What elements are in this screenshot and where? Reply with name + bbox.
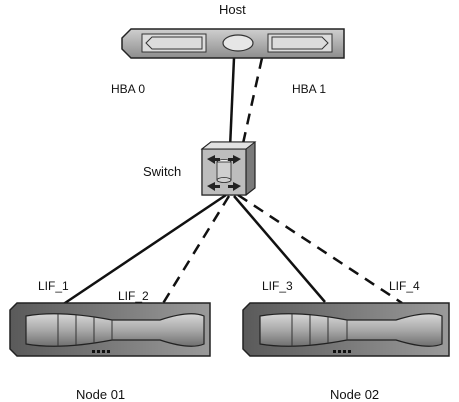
switch-lif2-dashed-link	[160, 195, 231, 306]
node-02-label: Node 02	[330, 387, 380, 402]
switch-lif1-solid-link	[61, 193, 227, 307]
host-title: Host	[219, 2, 246, 17]
hba0-label: HBA 0	[111, 82, 146, 96]
host-hba0-solid-link	[228, 57, 236, 149]
host-hba1-dashed-link	[240, 57, 264, 149]
node-02-storage	[242, 302, 450, 357]
switch-icon	[200, 141, 257, 196]
node-01-label: Node 01	[76, 387, 126, 402]
node-01-storage	[9, 302, 211, 357]
switch-label: Switch	[143, 164, 182, 179]
hba1-label: HBA 1	[292, 82, 327, 96]
lif2-label: LIF_2	[118, 289, 149, 303]
lif3-label: LIF_3	[262, 279, 293, 293]
lif1-label: LIF_1	[38, 279, 69, 293]
switch-lif4-dashed-link	[237, 193, 403, 305]
host-server	[121, 28, 345, 59]
switch-lif3-solid-link	[233, 195, 326, 303]
connections	[61, 57, 403, 307]
lif4-label: LIF_4	[389, 279, 420, 293]
